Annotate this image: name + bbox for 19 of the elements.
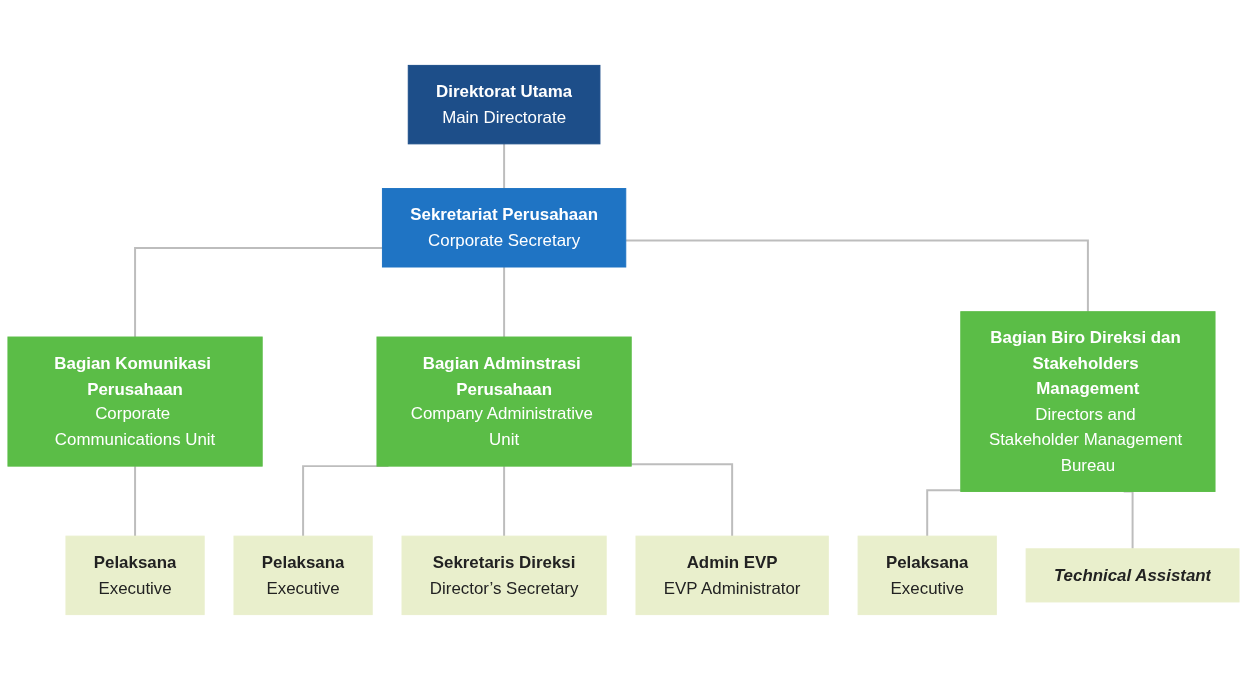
node-box: Bagian Adminstrasi Perusahaan Company Administrative Unit [376,336,632,467]
connector [503,265,506,338]
connector [503,142,506,190]
node-box: Pelaksana Executive [65,535,205,615]
node-box: Bagian Biro Direksi dan Stakeholders Management Directors and Stakeholder Management Bureau [960,310,1216,492]
connector [624,239,1089,313]
node-box: Sekretaris Direksi Director’s Secretary [401,535,607,615]
connector [630,462,734,537]
node-box: Sekretariat Perusahaan Corporate Secretary [381,187,627,267]
node-box: Pelaksana Executive [233,535,373,615]
node-box: Technical Assistant [1025,547,1240,602]
node-box: Pelaksana Executive [857,535,997,615]
connector [503,464,506,537]
node-box: Direktorat Utama Main Directorate [407,64,601,144]
connector [134,464,137,537]
node-box: Admin EVP EVP Administrator [635,535,829,615]
node-box: Bagian Komunikasi Perusahaan Corporate Communications Unit [7,336,263,467]
connector [134,246,384,338]
connector [926,488,962,537]
